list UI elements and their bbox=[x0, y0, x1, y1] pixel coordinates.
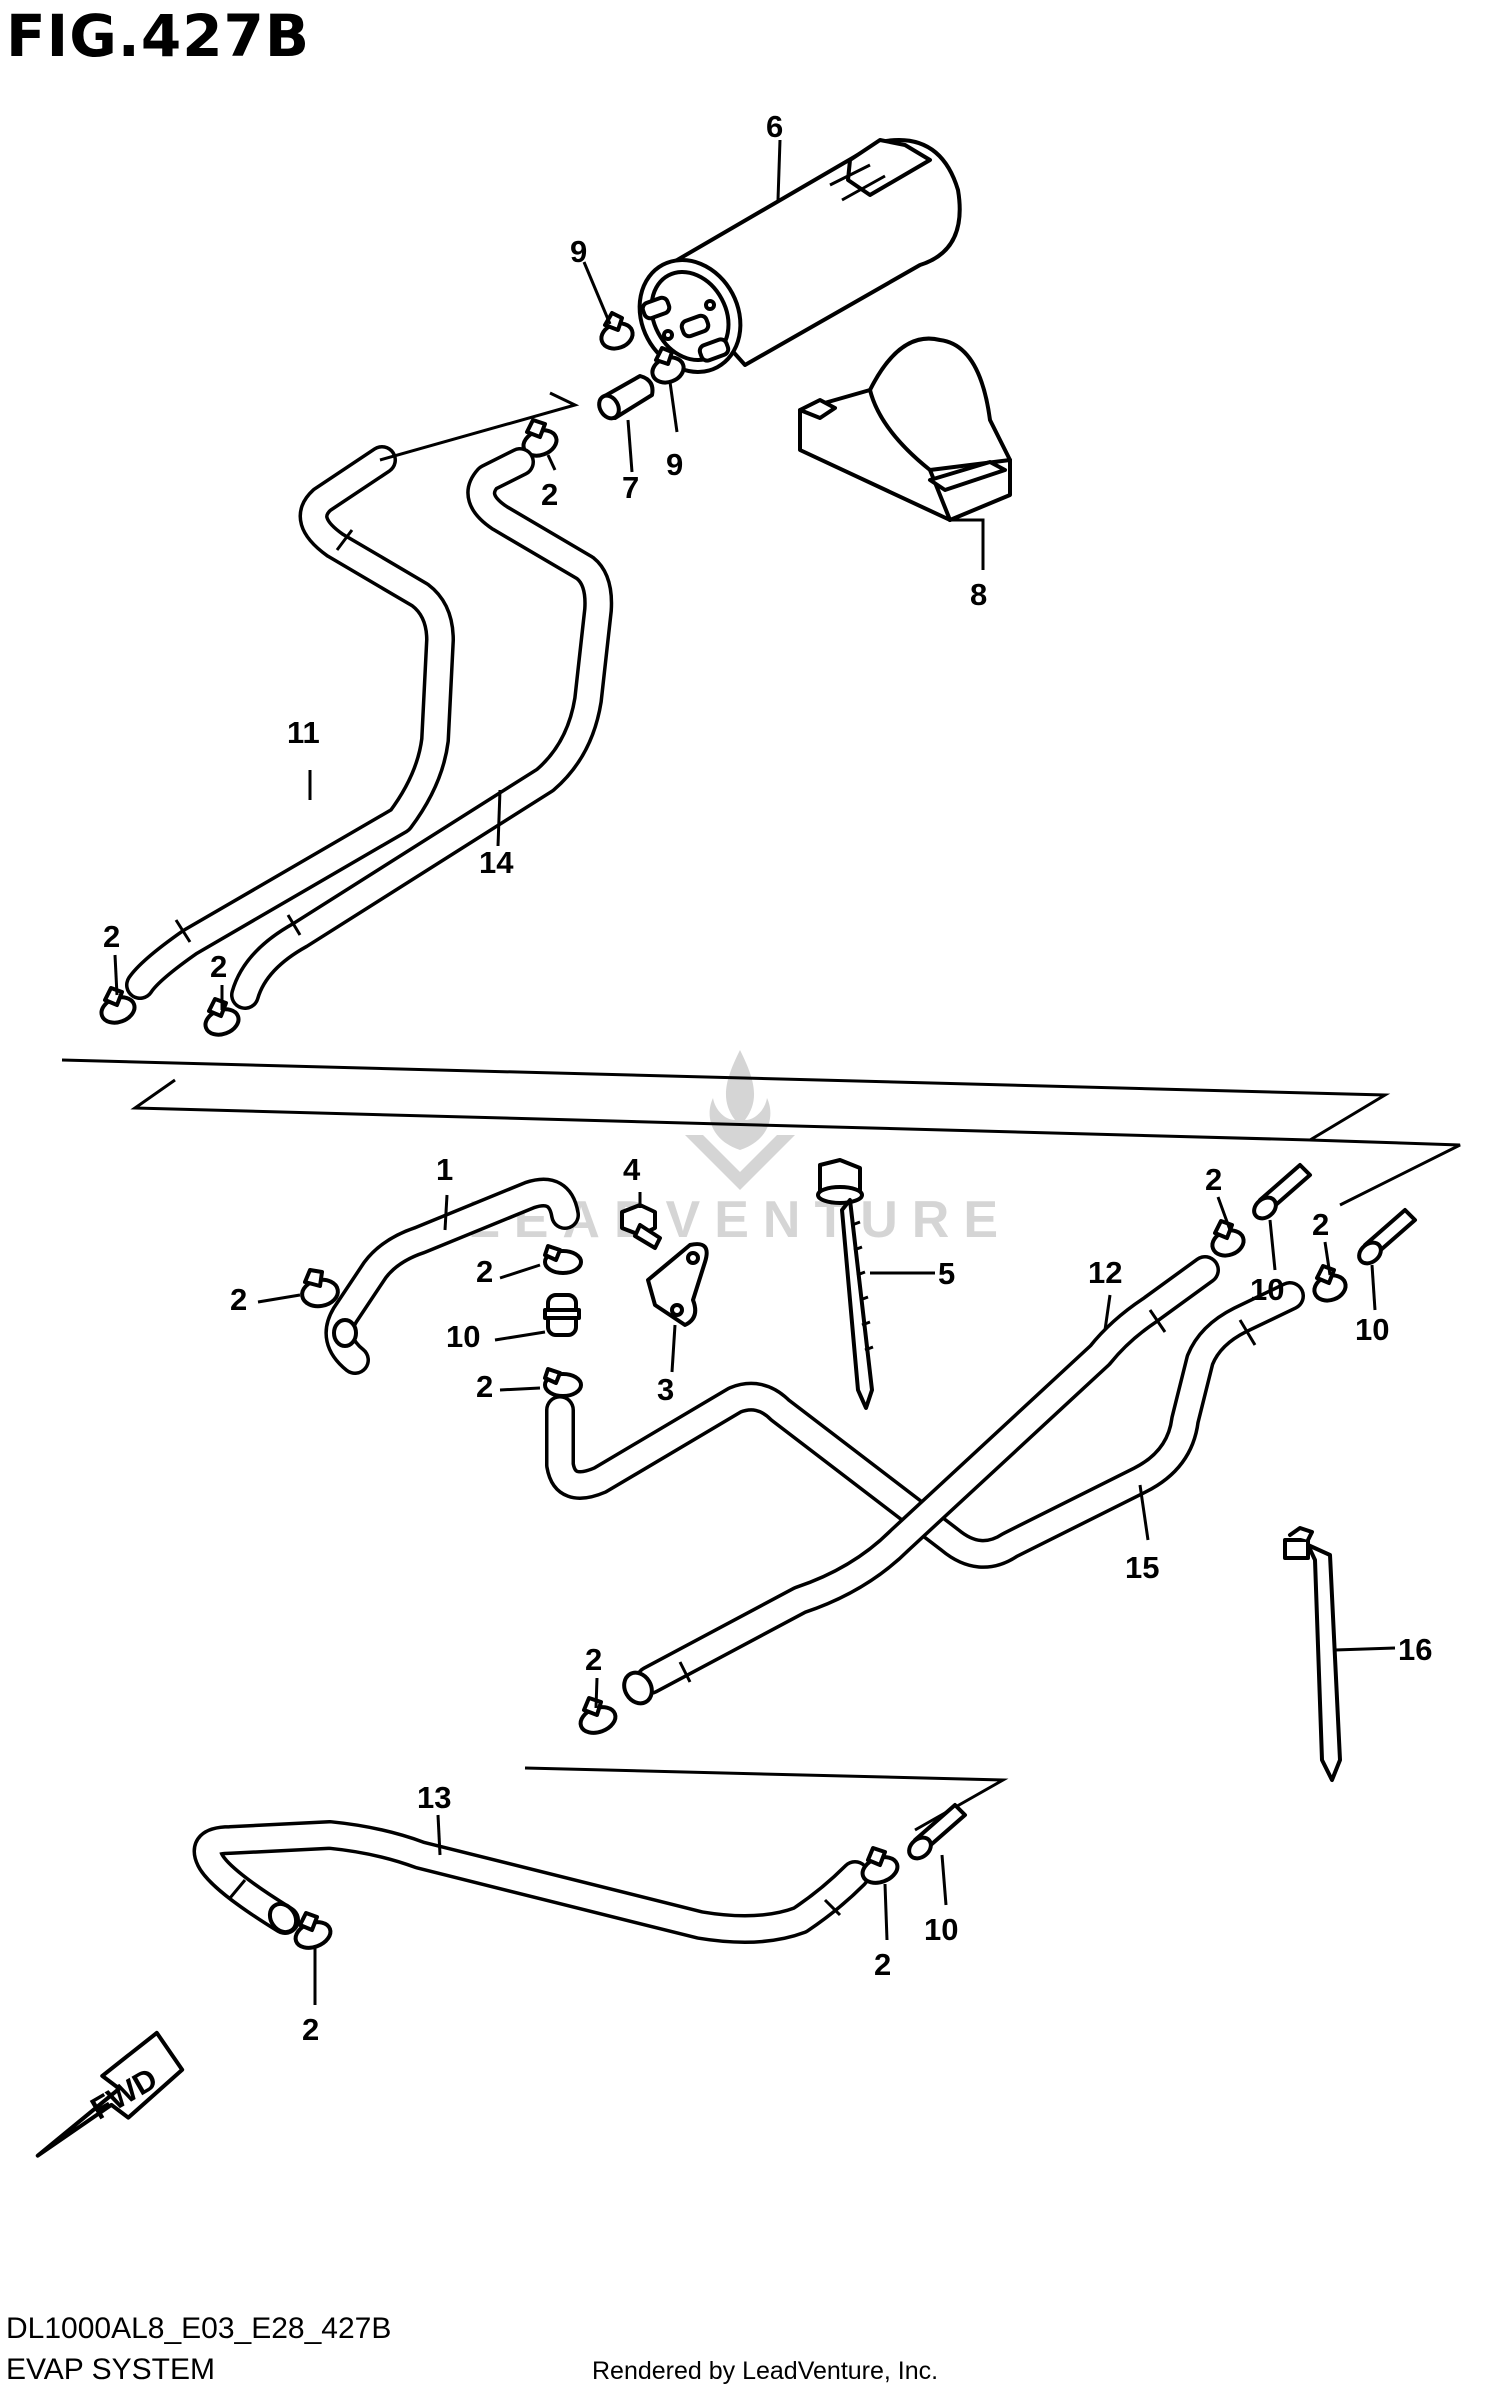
evap-canister[interactable] bbox=[620, 138, 962, 390]
callout-15: 15 bbox=[1125, 1550, 1159, 1585]
fwd-arrow-icon: FWD bbox=[35, 2030, 185, 2158]
joint-10d[interactable] bbox=[905, 1803, 967, 1863]
callout-5: 5 bbox=[938, 1256, 955, 1291]
clamp-2i[interactable] bbox=[1311, 1264, 1349, 1305]
callout-8: 8 bbox=[970, 577, 987, 612]
clamp-2j[interactable] bbox=[292, 1911, 334, 1952]
callout-2e: 2 bbox=[476, 1254, 493, 1289]
figure-title: FIG.427B bbox=[6, 2, 311, 70]
short-hose[interactable] bbox=[595, 374, 655, 422]
rendered-by: Rendered by LeadVenture, Inc. bbox=[592, 2357, 939, 2385]
hose-14[interactable] bbox=[230, 447, 614, 1010]
system-name: EVAP SYSTEM bbox=[6, 2353, 215, 2386]
callout-10b: 10 bbox=[1250, 1272, 1284, 1307]
callout-2i: 2 bbox=[1312, 1207, 1329, 1242]
callout-9b: 9 bbox=[666, 447, 683, 482]
hose-15[interactable] bbox=[545, 1281, 1305, 1569]
clamp-2k[interactable] bbox=[859, 1846, 901, 1887]
clamp-2h[interactable] bbox=[1209, 1219, 1247, 1260]
clamp-9b[interactable] bbox=[649, 346, 687, 387]
callout-16: 16 bbox=[1398, 1632, 1432, 1667]
callout-2c: 2 bbox=[210, 949, 227, 984]
callout-2g: 2 bbox=[585, 1642, 602, 1677]
clamp-9a[interactable] bbox=[598, 311, 636, 353]
callout-4: 4 bbox=[623, 1152, 641, 1187]
hose-1[interactable] bbox=[324, 1177, 580, 1375]
callout-3: 3 bbox=[657, 1372, 674, 1407]
cable-tie-5[interactable] bbox=[816, 1158, 874, 1410]
joint-10b[interactable] bbox=[1250, 1163, 1312, 1223]
callout-2j: 2 bbox=[302, 2012, 319, 2047]
bolt-4[interactable] bbox=[620, 1203, 662, 1250]
clamp-2g[interactable] bbox=[577, 1696, 619, 1737]
callout-12: 12 bbox=[1088, 1255, 1122, 1290]
joint-10a[interactable] bbox=[543, 1293, 581, 1337]
clamp-2f[interactable] bbox=[543, 1367, 583, 1398]
rod-16[interactable] bbox=[1283, 1526, 1342, 1782]
callout-10a: 10 bbox=[446, 1319, 480, 1354]
callout-2d: 2 bbox=[230, 1282, 247, 1317]
callout-2k: 2 bbox=[874, 1947, 891, 1982]
callout-2h: 2 bbox=[1205, 1162, 1222, 1197]
hose-13[interactable] bbox=[192, 1820, 870, 1944]
callout-14: 14 bbox=[479, 845, 514, 880]
callout-6: 6 bbox=[766, 109, 783, 144]
hose-11[interactable] bbox=[125, 445, 455, 1000]
plate-3[interactable] bbox=[646, 1242, 709, 1327]
hose-12[interactable] bbox=[619, 1255, 1220, 1708]
callout-10d: 10 bbox=[924, 1912, 958, 1947]
joint-10c[interactable] bbox=[1355, 1208, 1417, 1268]
clamp-2d[interactable] bbox=[300, 1268, 340, 1309]
callout-2b: 2 bbox=[103, 919, 120, 954]
callout-1: 1 bbox=[436, 1152, 453, 1187]
callout-10c: 10 bbox=[1355, 1312, 1389, 1347]
callout-11: 11 bbox=[287, 715, 320, 750]
callout-2a: 2 bbox=[541, 477, 558, 512]
clamp-2e[interactable] bbox=[543, 1244, 583, 1275]
clamp-2a[interactable] bbox=[520, 418, 560, 460]
callout-7: 7 bbox=[622, 470, 639, 505]
figure-code: DL1000AL8_E03_E28_427B bbox=[6, 2312, 392, 2345]
canister-bracket[interactable] bbox=[798, 336, 1012, 522]
callout-2f: 2 bbox=[476, 1369, 493, 1404]
callout-9a: 9 bbox=[570, 234, 587, 269]
callout-13: 13 bbox=[417, 1780, 451, 1815]
